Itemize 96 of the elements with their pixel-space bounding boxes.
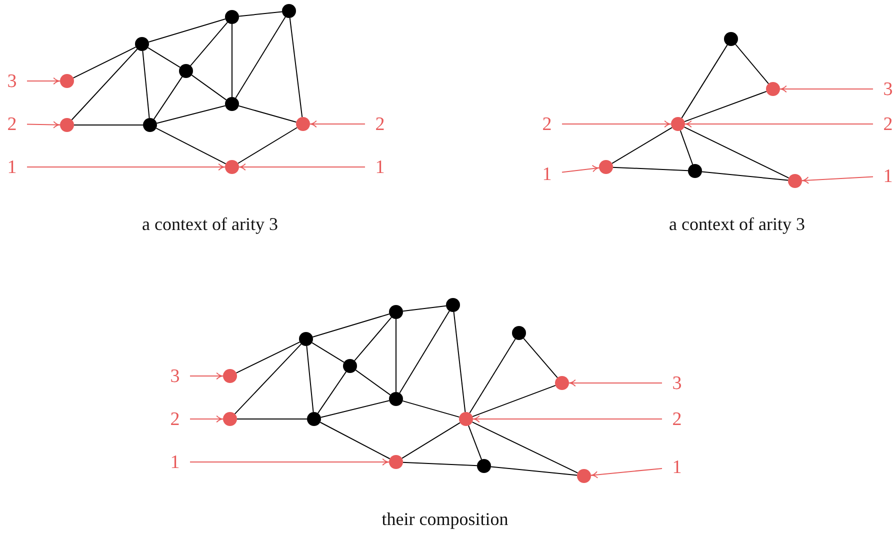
- graph-edge: [355, 370, 391, 396]
- graph-vertex: [788, 174, 802, 188]
- graph-vertex: [477, 459, 491, 473]
- graph-edge: [235, 16, 286, 99]
- graph-vertex: [724, 32, 738, 46]
- graph-edge: [306, 345, 314, 413]
- graph-vertex: [282, 4, 296, 18]
- graph-edge: [148, 18, 226, 42]
- port-number: 1: [662, 456, 692, 478]
- graph-vertex: [296, 117, 310, 131]
- port-number: 1: [532, 163, 562, 185]
- graph-edge: [71, 48, 138, 120]
- graph-edge: [234, 344, 302, 414]
- port-number: 2: [160, 408, 190, 430]
- graph-vertex: [307, 412, 321, 426]
- graph-edge: [156, 105, 226, 124]
- graph-vertex: [555, 376, 569, 390]
- graph-vertex: [389, 455, 403, 469]
- graph-vertex: [143, 118, 157, 132]
- port-number: 2: [532, 113, 562, 135]
- port-number: 1: [365, 156, 395, 178]
- graph-edge: [681, 44, 728, 119]
- graph-edge: [354, 316, 392, 362]
- graph-edge: [191, 74, 227, 100]
- graph-vertex: [343, 359, 357, 373]
- graph-vertex: [179, 64, 193, 78]
- graph-vertex: [446, 298, 460, 312]
- graph-vertex: [299, 332, 313, 346]
- graph-edge: [236, 418, 308, 420]
- graph-vertex: [599, 160, 613, 174]
- graph-vertex: [512, 326, 526, 340]
- graph-edge: [469, 338, 516, 414]
- port-number: 3: [0, 70, 27, 92]
- graph-vertex: [225, 97, 239, 111]
- port-number: 3: [662, 372, 692, 394]
- port-number: 3: [873, 78, 895, 100]
- graph-edge: [238, 127, 298, 164]
- graph-edge: [320, 400, 390, 418]
- graph-vertex: [135, 37, 149, 51]
- graph-edge: [402, 305, 447, 312]
- graph-edge: [147, 47, 181, 68]
- graph-edge: [317, 371, 347, 414]
- graph-vertex: [766, 82, 780, 96]
- graph-edge: [238, 105, 297, 123]
- graph-edge: [320, 422, 390, 460]
- graph-edge: [72, 46, 136, 78]
- graph-edge: [156, 128, 226, 164]
- graph-vertex: [577, 469, 591, 483]
- graph-edge: [312, 314, 390, 338]
- graph-edge: [238, 11, 283, 17]
- graph-edge: [680, 130, 694, 165]
- graph-edge: [453, 311, 466, 413]
- port-number: 2: [365, 113, 395, 135]
- graph-vertex: [688, 164, 702, 178]
- port-number: 1: [160, 451, 190, 473]
- graph-vertex: [223, 369, 237, 383]
- graph-edge: [612, 127, 672, 164]
- graph-edge: [612, 166, 688, 172]
- graph-edge: [472, 384, 556, 418]
- graph-edge: [401, 422, 461, 459]
- graph-edge: [289, 17, 303, 118]
- port-number: 1: [873, 165, 895, 187]
- graph-edge: [735, 44, 769, 84]
- graph-vertex: [60, 74, 74, 88]
- graph-vertex: [223, 412, 237, 426]
- graph-edge: [236, 342, 300, 374]
- graph-edge: [399, 310, 450, 394]
- graph-edge: [523, 338, 558, 378]
- graph-vertex: [225, 160, 239, 174]
- graph-edge: [472, 422, 578, 474]
- graph-edge: [701, 171, 789, 181]
- port-number: 3: [160, 365, 190, 387]
- port-number: 2: [873, 113, 895, 135]
- graph-vertex: [671, 117, 685, 131]
- port-number: 1: [0, 156, 27, 178]
- graph-edge: [74, 124, 144, 126]
- graph-vertex: [225, 10, 239, 24]
- graph-edge: [684, 126, 790, 178]
- port-number: 2: [662, 408, 692, 430]
- graph-edge: [468, 425, 482, 460]
- graph-edge: [142, 50, 150, 119]
- caption: a context of arity 3: [142, 214, 278, 235]
- graph-edge: [311, 342, 345, 363]
- graph-edge: [684, 90, 767, 122]
- caption: their composition: [382, 509, 508, 530]
- graph-edge: [402, 462, 478, 466]
- graph-vertex: [389, 305, 403, 319]
- graph-vertex: [459, 412, 473, 426]
- caption: a context of arity 3: [669, 214, 805, 235]
- graph-vertex: [60, 118, 74, 132]
- graph-edge: [402, 400, 460, 418]
- graph-edge: [153, 76, 183, 120]
- graph-edge: [490, 466, 578, 476]
- port-number: 2: [0, 113, 27, 135]
- graph-edge: [190, 22, 228, 66]
- graph-vertex: [389, 392, 403, 406]
